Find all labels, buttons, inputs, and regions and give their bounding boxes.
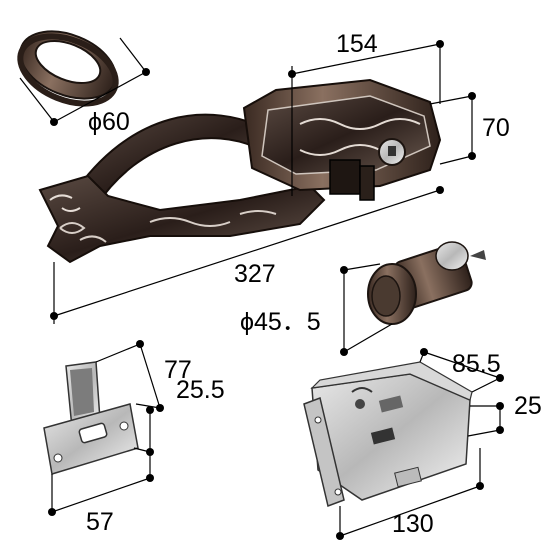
lock-case-width-label: 130	[392, 510, 434, 538]
lock-case-depth-label: 85.5	[452, 350, 501, 378]
lock-case-thickness-dimension: 25	[467, 392, 542, 437]
rosette-dimension: ϕ60	[19, 37, 150, 136]
rosette-ring	[17, 30, 119, 107]
latch-bolt	[43, 361, 139, 475]
latch-thickness-dimension: 25.5	[133, 376, 225, 456]
handle-width-dimension: 154	[288, 30, 444, 196]
cylinder-diameter-dimension: ϕ45．5	[240, 263, 393, 356]
cylinder	[367, 241, 486, 325]
handle-width-label: 154	[336, 30, 378, 58]
handle-length-label: 327	[234, 260, 276, 288]
lock-case-thickness-label: 25	[514, 392, 542, 420]
pull-handle	[38, 78, 442, 264]
latch-thickness-label: 25.5	[176, 376, 225, 404]
latch-width-label: 57	[86, 508, 114, 536]
handle-length-dimension: 327	[50, 186, 444, 324]
lock-case-depth-dimension: 85.5	[419, 348, 504, 393]
handle-height-label: 70	[482, 114, 510, 142]
rosette-diameter-label: ϕ60	[88, 108, 130, 136]
latch-width-dimension: 57	[48, 452, 154, 536]
lock-case	[303, 361, 473, 508]
handle-height-dimension: 70	[429, 92, 510, 165]
lock-case-width-dimension: 130	[336, 448, 484, 540]
latch-length-dimension: 77	[95, 340, 192, 412]
cylinder-diameter-label: ϕ45．5	[240, 308, 321, 336]
latch-length-label: 77	[164, 356, 192, 384]
